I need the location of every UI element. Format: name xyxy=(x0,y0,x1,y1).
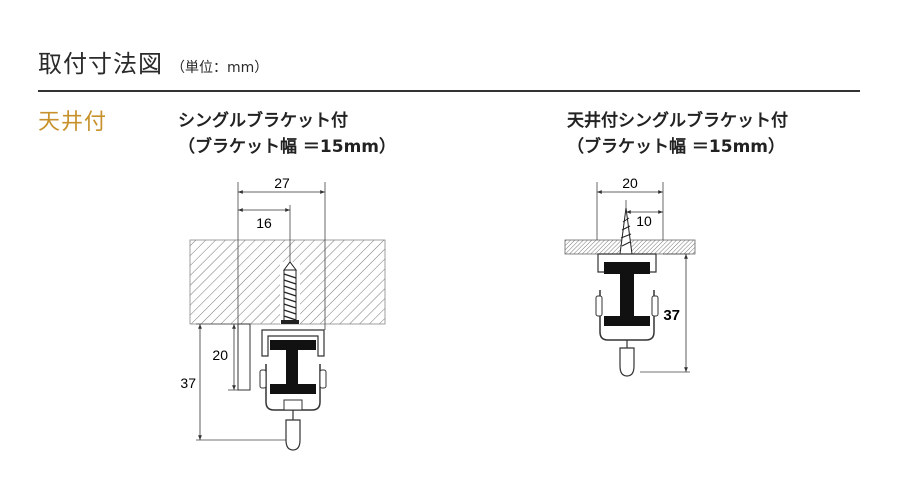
bracket-plate xyxy=(237,323,251,391)
hook-icon xyxy=(285,410,301,451)
rail-profile xyxy=(270,340,316,394)
diagram1-caption-line2: （ブラケット幅 ＝15mm） xyxy=(178,137,397,157)
dim2-width-label: 20 xyxy=(622,175,638,191)
diagram2-caption: 天井付シングルブラケット付 （ブラケット幅 ＝15mm） xyxy=(567,108,788,160)
dim2-height-label: 37 xyxy=(663,307,680,324)
screw-icon xyxy=(619,207,633,255)
dim1-bracket-label: 20 xyxy=(212,347,228,363)
dim1-height-label: 37 xyxy=(180,375,196,391)
hook-icon xyxy=(619,340,635,377)
rail-profile xyxy=(604,262,650,326)
page-title: 取付寸法図 （単位：mm） xyxy=(38,44,268,79)
title-divider xyxy=(38,90,860,92)
diagram1-caption: シングルブラケット付 （ブラケット幅 ＝15mm） xyxy=(178,108,396,160)
title-text: 取付寸法図 xyxy=(38,50,163,78)
diagram1: 27 16 20 37 xyxy=(180,175,386,451)
bracket-clip xyxy=(261,329,325,357)
dim1-offset-label: 16 xyxy=(256,215,272,231)
dim1-width-label: 27 xyxy=(274,175,290,191)
dim2-offset-label: 10 xyxy=(636,213,652,229)
section-label: 天井付 xyxy=(38,110,108,135)
diagram2: 20 10 37 xyxy=(564,175,696,377)
diagram2-caption-line1: 天井付シングルブラケット付 xyxy=(567,111,788,131)
screw-icon xyxy=(281,261,299,324)
unit-label: （単位：mm） xyxy=(171,60,269,76)
diagram1-caption-line1: シングルブラケット付 xyxy=(178,111,348,131)
diagram2-caption-line2: （ブラケット幅 ＝15mm） xyxy=(567,137,786,157)
